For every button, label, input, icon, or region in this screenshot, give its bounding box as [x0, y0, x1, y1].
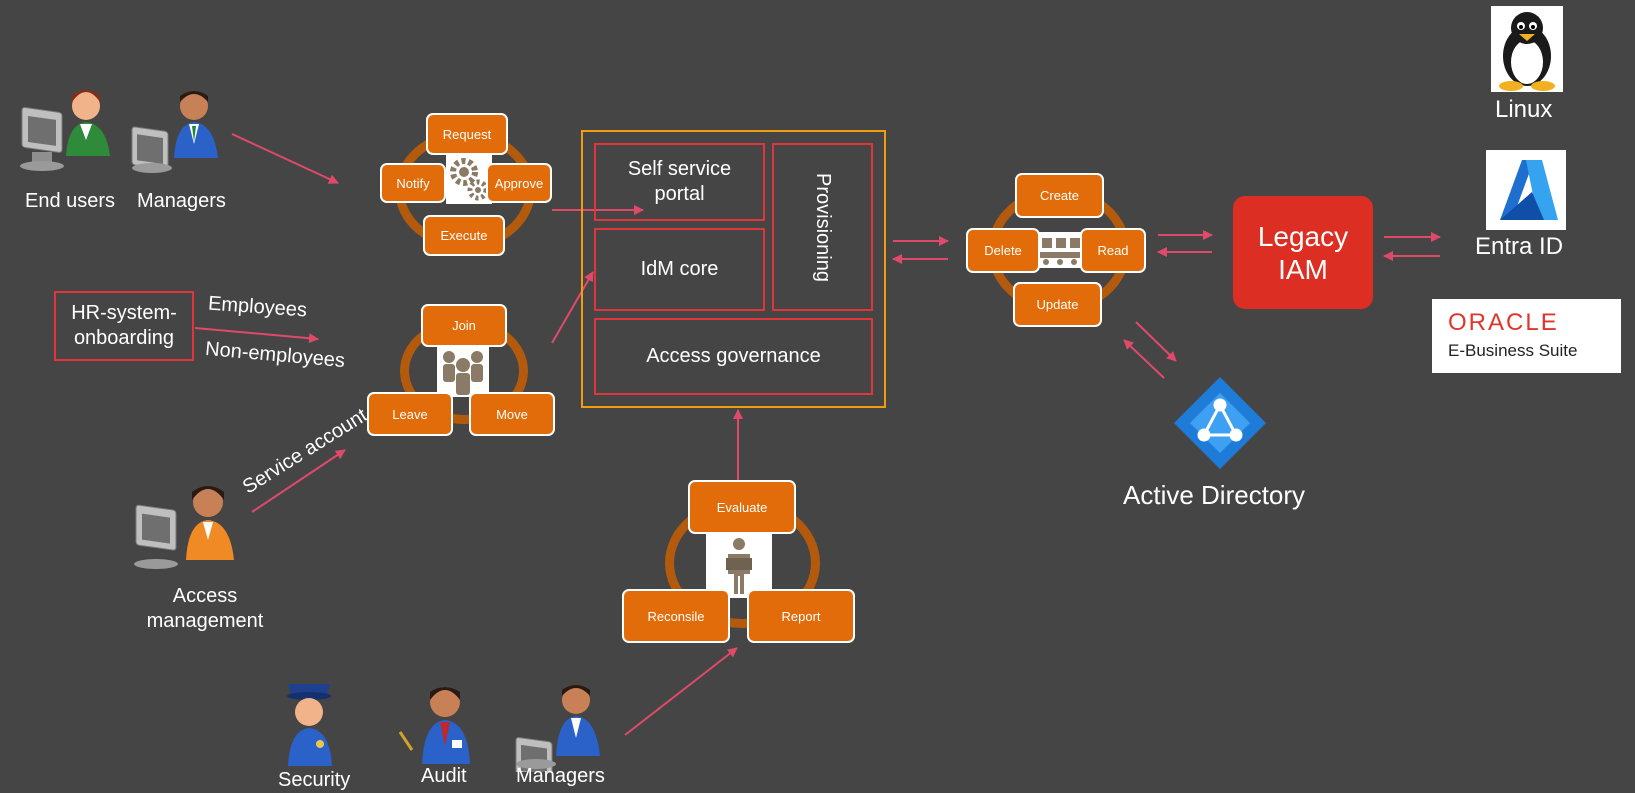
arrow-ad-to-crud — [1123, 339, 1165, 379]
access-management-illustration — [134, 486, 234, 569]
create-step: Create — [1015, 173, 1104, 218]
end-users-label: End users — [25, 190, 116, 212]
audit-label: Audit — [421, 765, 467, 787]
entra-id-label: Entra ID — [1475, 233, 1564, 260]
manager-person-icon — [556, 685, 600, 756]
end-user-managers-illustration — [20, 90, 218, 173]
end-user-person-icon — [66, 90, 110, 156]
arrow-hr-to-lifecycle — [194, 327, 319, 344]
arrow-crud-to-ad — [1135, 321, 1177, 362]
arrow-access-mgmt-to-lifecycle — [251, 449, 346, 513]
report-step: Report — [747, 589, 855, 643]
leave-step: Leave — [367, 392, 453, 436]
move-step: Move — [469, 392, 555, 436]
conveyor-icon — [1036, 232, 1084, 268]
gears-icon — [446, 154, 492, 204]
join-step: Join — [421, 304, 507, 347]
oracle-brand-text: ORACLE — [1448, 309, 1559, 336]
reconsile-step: Reconsile — [622, 589, 730, 643]
update-step: Update — [1013, 282, 1102, 327]
execute-step: Execute — [423, 215, 505, 256]
oracle-logo: ORACLE E-Business Suite — [1432, 299, 1621, 373]
auditors-illustration — [287, 684, 600, 772]
computer-icon — [515, 737, 556, 772]
delete-step: Delete — [966, 228, 1040, 273]
entra-id-logo-icon — [1486, 150, 1566, 230]
access-governance-box: Access governance — [594, 318, 873, 395]
idm-core-box: IdM core — [594, 228, 765, 311]
auditor-icon — [398, 687, 470, 764]
manager-person-icon — [174, 91, 218, 158]
read-step: Read — [1080, 228, 1146, 273]
notify-step: Notify — [380, 163, 446, 203]
computer-icon — [131, 126, 172, 173]
provisioning-label: Provisioning — [812, 172, 835, 282]
oracle-product-text: E-Business Suite — [1448, 341, 1578, 360]
approve-step: Approve — [486, 163, 552, 203]
linux-label: Linux — [1495, 96, 1553, 123]
idm-container — [581, 130, 886, 408]
managers-top-label: Managers — [137, 190, 226, 212]
access-management-label: Access management — [146, 585, 264, 632]
computer-icon — [134, 504, 178, 569]
arrow-lifecycle-to-idm — [551, 271, 594, 344]
security-label: Security — [278, 769, 351, 791]
reading-person-icon — [706, 534, 772, 598]
legacy-iam-box: Legacy IAM — [1233, 196, 1373, 309]
linux-tux-icon — [1491, 6, 1563, 92]
evaluate-step: Evaluate — [688, 480, 796, 534]
request-step: Request — [426, 113, 508, 155]
computer-icon — [20, 107, 64, 171]
arrow-managers-to-review — [624, 647, 738, 736]
managers-bottom-label: Managers — [516, 765, 605, 787]
people-group-icon — [437, 345, 489, 397]
active-directory-icon — [1174, 377, 1266, 469]
self-service-portal-box: Self service portal — [594, 143, 765, 221]
provisioning-box: Provisioning — [772, 143, 873, 311]
arrow-users-to-request — [231, 133, 339, 184]
hr-system-box: HR-system- onboarding — [54, 291, 194, 361]
active-directory-label: Active Directory — [1123, 480, 1306, 510]
administrator-person-icon — [186, 486, 234, 560]
security-guard-icon — [287, 684, 332, 766]
